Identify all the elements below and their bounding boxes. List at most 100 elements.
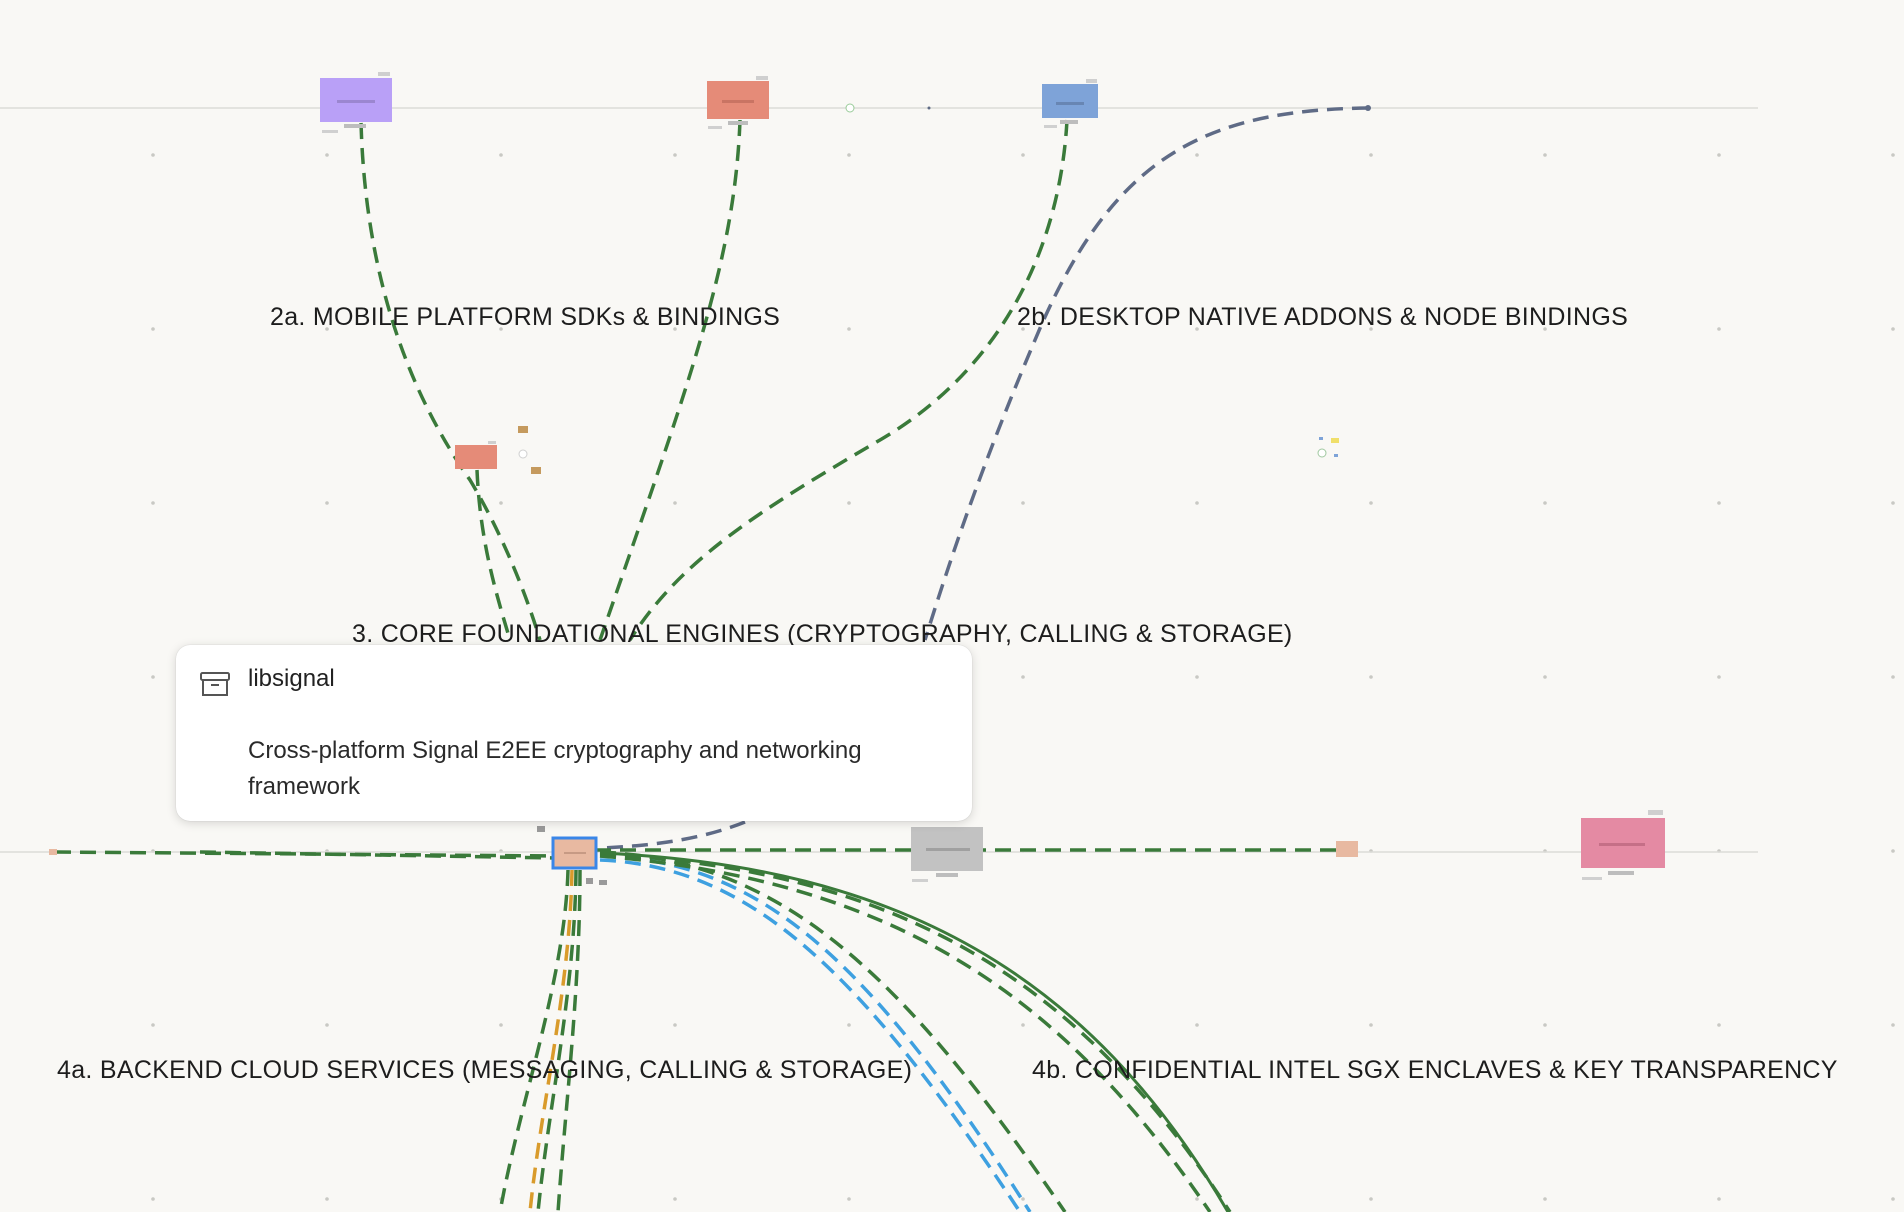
node-tooltip: libsignal Cross-platform Signal E2EE cry… xyxy=(176,645,972,821)
node-desktop-blue-tiny[interactable] xyxy=(1319,437,1323,440)
node-desktop-blue[interactable] xyxy=(1042,79,1098,128)
grid-dot xyxy=(1369,1023,1373,1027)
grid-dot xyxy=(1717,1197,1721,1201)
node-libsignal[interactable] xyxy=(551,836,598,870)
node-core-brown-1[interactable] xyxy=(518,426,528,433)
grid-dot xyxy=(499,153,503,157)
edge-libsignal-to-backend-2[interactable] xyxy=(528,869,574,1212)
section-label-sgx: 4b. CONFIDENTIAL INTEL SGX ENCLAVES & KE… xyxy=(1032,1056,1838,1084)
grid-dot xyxy=(1021,1023,1025,1027)
grid-dot xyxy=(1717,501,1721,505)
grid-dot xyxy=(325,1197,329,1201)
edge-libsignal-to-sgx-green-1[interactable] xyxy=(599,850,1067,1212)
grid-dot xyxy=(1717,327,1721,331)
edge-desktop-slate[interactable] xyxy=(923,106,1369,641)
node-libsignal-dep-2[interactable] xyxy=(586,878,593,884)
node-libsignal-dep-3[interactable] xyxy=(599,880,607,885)
node-core-salmon[interactable] xyxy=(455,441,497,469)
grid-dot xyxy=(151,1197,155,1201)
node-desktop-blue-tiny-2[interactable] xyxy=(1334,454,1338,457)
node-core-brown-2[interactable] xyxy=(531,467,541,474)
grid-dot xyxy=(673,327,677,331)
grid-dot xyxy=(1369,327,1373,331)
grid-dot xyxy=(847,1197,851,1201)
grid-dot xyxy=(1021,675,1025,679)
grid-dot xyxy=(1543,153,1547,157)
node-desktop-dot[interactable] xyxy=(1317,448,1327,458)
grid-dot xyxy=(1891,1023,1895,1027)
edge-libsignal-to-backend-3[interactable] xyxy=(536,869,578,1212)
edge-libsignal-to-sgx-blue-2[interactable] xyxy=(599,858,1022,1212)
grid-dot xyxy=(1891,849,1895,853)
edge-libsignal-to-sgx-blue-1[interactable] xyxy=(599,854,1032,1212)
grid-dot xyxy=(1717,1023,1721,1027)
grid-dot xyxy=(1891,675,1895,679)
grid-dot xyxy=(673,1197,677,1201)
grid-dot xyxy=(847,153,851,157)
grid-dot xyxy=(673,153,677,157)
grid-dot xyxy=(151,675,155,679)
edge-desktop-blue-to-core[interactable] xyxy=(628,119,1069,641)
section-label-backend: 4a. BACKEND CLOUD SERVICES (MESSAGING, C… xyxy=(57,1056,913,1084)
tooltip-title: libsignal xyxy=(248,665,335,692)
edge-mobile-salmon-to-core[interactable] xyxy=(598,119,742,641)
edge-libsignal-to-sgx-green-3[interactable] xyxy=(599,854,1212,1212)
grid-dot xyxy=(499,327,503,331)
grid-dot xyxy=(1195,501,1199,505)
node-dot-top-3[interactable] xyxy=(1365,105,1371,111)
grid-dot xyxy=(1543,327,1547,331)
grid-dot xyxy=(1195,1023,1199,1027)
node-pink[interactable] xyxy=(1581,810,1665,880)
node-dot-top[interactable] xyxy=(845,103,855,113)
edge-small-salmon-to-core[interactable] xyxy=(475,469,512,641)
grid-dot xyxy=(1021,327,1025,331)
edge-mobile-purple-to-core[interactable] xyxy=(359,122,542,641)
grid-dot xyxy=(1891,501,1895,505)
archive-box-icon xyxy=(200,672,230,696)
grid-dot xyxy=(151,501,155,505)
edge-left-horizontal-2[interactable] xyxy=(199,850,556,860)
node-libsignal-dep-1[interactable] xyxy=(537,826,545,832)
section-label-core: 3. CORE FOUNDATIONAL ENGINES (CRYPTOGRAP… xyxy=(352,620,1293,648)
grid-dot xyxy=(325,153,329,157)
grid-dot xyxy=(151,327,155,331)
node-mobile-salmon[interactable] xyxy=(707,76,769,129)
grid-dot xyxy=(325,1023,329,1027)
grid-dot xyxy=(1543,1023,1547,1027)
edge-libsignal-to-backend-4[interactable] xyxy=(556,869,582,1212)
grid-dot xyxy=(1891,153,1895,157)
grid-dot xyxy=(325,327,329,331)
grid-dot xyxy=(1369,1197,1373,1201)
grid-dot xyxy=(847,1023,851,1027)
edge-libsignal-to-sgx-green-2[interactable] xyxy=(599,852,1232,1212)
grid-dot xyxy=(1543,675,1547,679)
node-mobile-purple[interactable] xyxy=(320,72,392,133)
grid-dot xyxy=(1195,1197,1199,1201)
grid-dot xyxy=(847,501,851,505)
edge-slate-to-libsignal[interactable] xyxy=(599,820,746,850)
grid-dot xyxy=(151,1023,155,1027)
node-gray[interactable] xyxy=(911,827,983,882)
node-core-dot[interactable] xyxy=(518,449,528,459)
grid-dot xyxy=(499,1023,503,1027)
edge-libsignal-to-backend-1[interactable] xyxy=(498,869,570,1212)
grid-dot xyxy=(499,501,503,505)
grid-dot xyxy=(673,501,677,505)
grid-dot xyxy=(151,153,155,157)
grid-dot xyxy=(1543,1197,1547,1201)
edge-libsignal-to-sgx-solid[interactable] xyxy=(599,851,1230,1212)
grid-dot xyxy=(1369,675,1373,679)
node-peach-small[interactable] xyxy=(1336,841,1358,857)
grid-dots xyxy=(151,153,1895,1201)
node-desktop-yellow[interactable] xyxy=(1331,438,1339,443)
grid-dot xyxy=(1021,501,1025,505)
section-label-desktop: 2b. DESKTOP NATIVE ADDONS & NODE BINDING… xyxy=(1017,303,1629,331)
node-left-end[interactable] xyxy=(49,849,57,855)
grid-dot xyxy=(1891,1197,1895,1201)
grid-dot xyxy=(1369,501,1373,505)
tooltip-description: Cross-platform Signal E2EE cryptography … xyxy=(248,737,862,800)
node-dot-top-2[interactable] xyxy=(927,106,931,110)
grid-dot xyxy=(1195,675,1199,679)
grid-dot xyxy=(1543,501,1547,505)
